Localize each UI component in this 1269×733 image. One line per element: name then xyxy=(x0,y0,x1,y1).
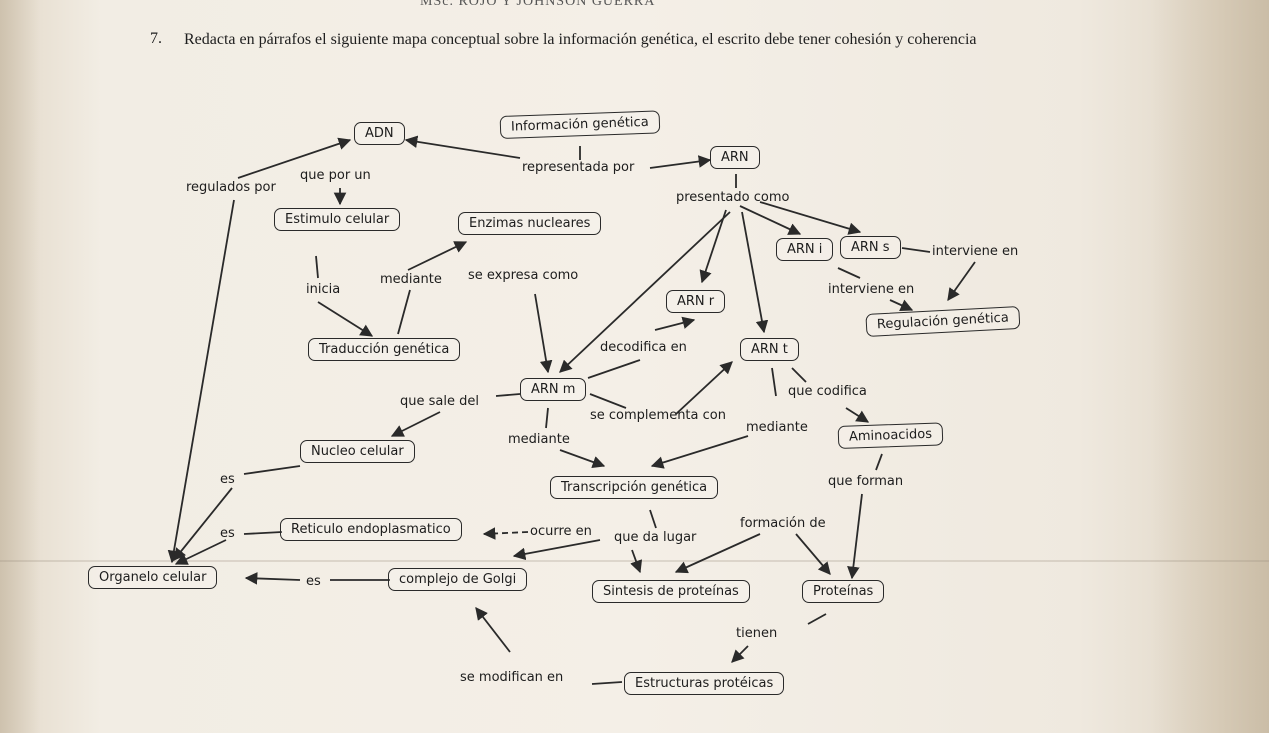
node-estimulo-celular: Estimulo celular xyxy=(274,208,401,231)
label-que-forman: que forman xyxy=(828,474,904,489)
node-aminoacidos: Aminoacidos xyxy=(837,422,944,449)
paper-shadow-right xyxy=(1150,0,1269,733)
label-es-3: es xyxy=(306,574,321,589)
label-representada-por: representada por xyxy=(522,160,635,175)
label-ocurre-en: ocurre en xyxy=(530,524,592,539)
node-reticulo-endoplasmatico: Reticulo endoplasmatico xyxy=(280,518,462,541)
label-inicia: inicia xyxy=(306,282,341,297)
label-mediante-2: mediante xyxy=(508,432,570,447)
header-fragment: MSc. ROJO Y JOHNSON GUERRA xyxy=(420,0,656,9)
node-organelo-celular: Organelo celular xyxy=(88,566,218,589)
label-que-codifica: que codifica xyxy=(788,384,867,399)
node-arn-i: ARN i xyxy=(776,238,834,261)
label-se-modifican-en: se modifican en xyxy=(460,670,564,685)
label-presentado-como: presentado como xyxy=(676,190,790,205)
node-enzimas-nucleares: Enzimas nucleares xyxy=(458,212,602,235)
question-text: Redacta en párrafos el siguiente mapa co… xyxy=(184,31,977,48)
node-arn-r: ARN r xyxy=(666,290,726,313)
node-arn-s: ARN s xyxy=(840,236,901,259)
label-se-expresa-como: se expresa como xyxy=(468,268,579,283)
label-interviene-en-2: interviene en xyxy=(828,282,915,297)
node-estructuras-proteicas: Estructuras protéicas xyxy=(624,672,785,695)
label-formacion-de: formación de xyxy=(740,516,826,531)
question-number: 7. xyxy=(150,30,162,47)
label-regulados-por: regulados por xyxy=(186,180,276,195)
label-es-1: es xyxy=(220,472,235,487)
node-arn-t: ARN t xyxy=(740,338,799,361)
label-que-da-lugar: que da lugar xyxy=(614,530,697,545)
label-tienen: tienen xyxy=(736,626,778,641)
node-arn-m: ARN m xyxy=(520,378,587,401)
node-transcripcion-genetica: Transcripción genética xyxy=(550,476,719,499)
node-traduccion-genetica: Traducción genética xyxy=(308,338,461,361)
paper-shadow-left xyxy=(0,0,40,733)
node-proteinas: Proteínas xyxy=(802,580,885,603)
node-arn: ARN xyxy=(710,146,760,169)
node-sintesis-proteinas: Sintesis de proteínas xyxy=(592,580,750,603)
label-interviene-en-1: interviene en xyxy=(932,244,1019,259)
node-nucleo-celular: Nucleo celular xyxy=(300,440,415,463)
label-que-sale-del: que sale del xyxy=(400,394,479,409)
label-es-2: es xyxy=(220,526,235,541)
label-mediante-1: mediante xyxy=(380,272,442,287)
node-complejo-golgi: complejo de Golgi xyxy=(388,568,528,591)
label-decodifica-en: decodifica en xyxy=(600,340,687,355)
label-que-por-un: que por un xyxy=(300,168,371,183)
label-mediante-3: mediante xyxy=(746,420,808,435)
node-adn: ADN xyxy=(354,122,405,145)
label-se-complementa-con: se complementa con xyxy=(590,408,726,423)
